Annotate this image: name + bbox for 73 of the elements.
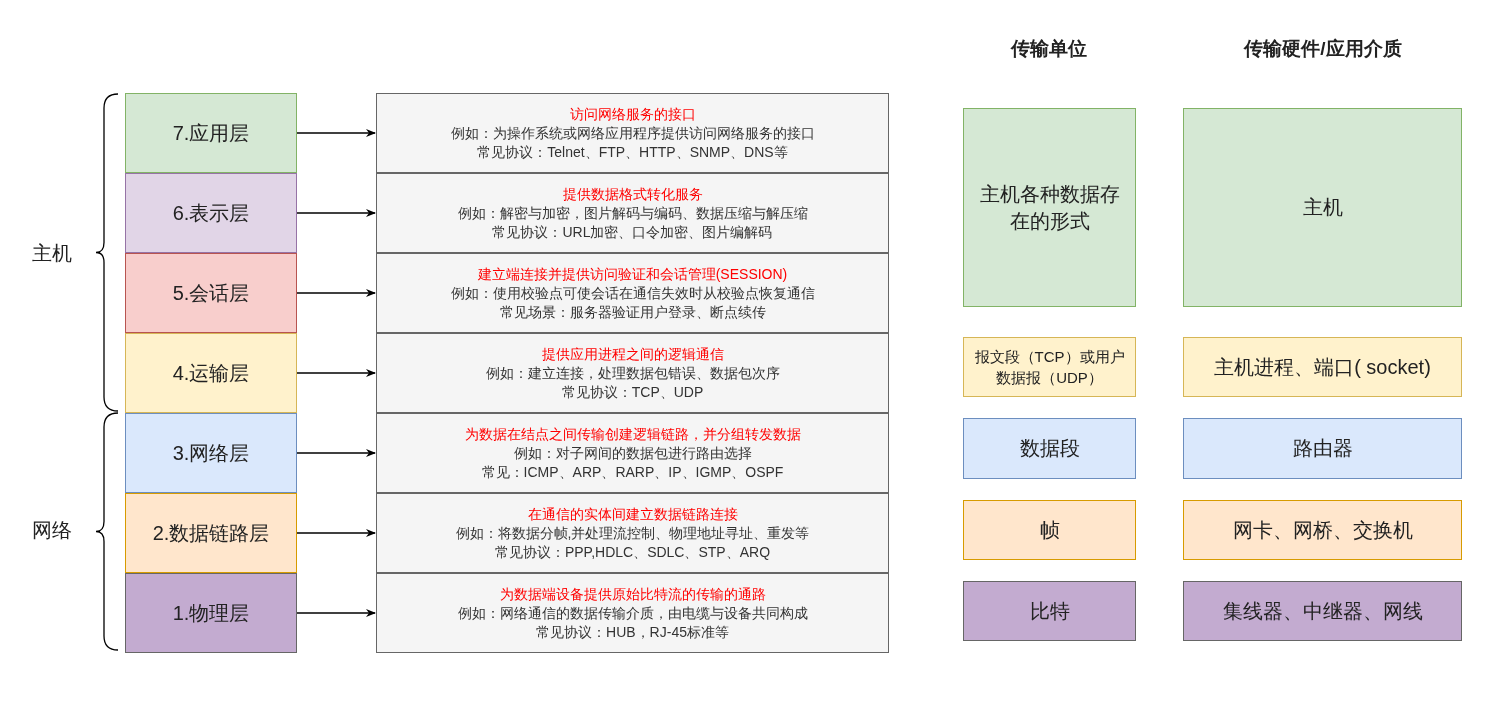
layer-box [125, 493, 297, 573]
description-title: 为数据在结点之间传输创建逻辑链路，并分组转发数据 [464, 424, 801, 444]
layer-box [125, 93, 297, 173]
description-text: 例如：将数据分帧,并处理流控制、物理地址寻址、重发等 [455, 523, 810, 543]
group-label: 主机 [32, 240, 72, 266]
medium-label: 主机进程、端口( socket) [1213, 354, 1432, 380]
description-text: 例如：解密与加密，图片解码与编码、数据压缩与解压缩 [457, 203, 808, 223]
description-text: 常见：ICMP、ARP、RARP、IP、IGMP、OSPF [481, 462, 784, 482]
unit-box [963, 418, 1136, 479]
description-box [376, 333, 889, 413]
medium-box [1183, 337, 1462, 397]
description-text: 例如：使用校验点可使会话在通信失效时从校验点恢复通信 [450, 283, 815, 303]
description-box [376, 253, 889, 333]
unit-label: 数据段 [1018, 436, 1081, 461]
description-title: 建立端连接并提供访问验证和会话管理(SESSION) [477, 264, 788, 284]
description-box [376, 173, 889, 253]
layer-box [125, 253, 297, 333]
layer-box [125, 173, 297, 253]
unit-box [963, 337, 1136, 397]
medium-label: 路由器 [1291, 436, 1354, 461]
unit-label: 报文段（TCP）或用户数据报（UDP） [973, 347, 1126, 388]
medium-label: 集线器、中继器、网线 [1221, 598, 1424, 624]
column-header: 传输硬件/应用介质 [1244, 37, 1402, 61]
layer-box [125, 333, 297, 413]
layer-label: 6.表示层 [171, 200, 251, 226]
unit-label: 比特 [1028, 598, 1071, 624]
medium-box [1183, 418, 1462, 479]
arrow [296, 529, 376, 537]
description-title: 提供数据格式转化服务 [562, 184, 703, 204]
medium-box [1183, 581, 1462, 641]
description-box [376, 93, 889, 173]
description-text: 常见场景：服务器验证用户登录、断点续传 [499, 302, 766, 322]
description-text: 常见协议：Telnet、FTP、HTTP、SNMP、DNS等 [477, 142, 788, 162]
description-box [376, 413, 889, 493]
layer-label: 1.物理层 [171, 600, 251, 626]
arrow [296, 129, 376, 137]
layer-label: 7.应用层 [171, 120, 251, 146]
unit-box [963, 581, 1136, 641]
arrow [296, 209, 376, 217]
description-text: 例如：对子网间的数据包进行路由选择 [513, 443, 752, 463]
arrow [296, 289, 376, 297]
layer-label: 5.会话层 [171, 280, 251, 306]
description-text: 例如：为操作系统或网络应用程序提供访问网络服务的接口 [450, 123, 815, 143]
medium-box [1183, 108, 1462, 307]
medium-box [1183, 500, 1462, 560]
unit-label: 主机各种数据存在的形式 [978, 181, 1121, 234]
description-text: 常见协议：HUB，RJ-45标准等 [536, 622, 729, 642]
group-label: 网络 [32, 517, 72, 543]
description-title: 为数据端设备提供原始比特流的传输的通路 [499, 584, 766, 604]
description-title: 提供应用进程之间的逻辑通信 [541, 344, 724, 364]
description-box [376, 493, 889, 573]
description-text: 例如：网络通信的数据传输介质，由电缆与设备共同构成 [457, 603, 808, 623]
medium-label: 网卡、网桥、交换机 [1231, 517, 1414, 543]
medium-label: 主机 [1301, 195, 1344, 220]
description-title: 访问网络服务的接口 [569, 104, 696, 124]
layer-label: 4.运输层 [171, 360, 251, 386]
column-header: 传输单位 [1011, 37, 1087, 61]
unit-label: 帧 [1038, 517, 1061, 543]
description-box [376, 573, 889, 653]
unit-box [963, 108, 1136, 307]
layer-box [125, 413, 297, 493]
layer-box [125, 573, 297, 653]
description-text: 常见协议：URL加密、口令加密、图片编解码 [492, 222, 773, 242]
description-text: 常见协议：PPP,HDLC、SDLC、STP、ARQ [494, 542, 771, 562]
arrow [296, 449, 376, 457]
arrow [296, 609, 376, 617]
description-text: 例如：建立连接，处理数据包错误、数据包次序 [485, 363, 780, 383]
unit-box [963, 500, 1136, 560]
description-title: 在通信的实体间建立数据链路连接 [527, 504, 738, 524]
layer-label: 3.网络层 [171, 440, 251, 466]
layer-label: 2.数据链路层 [151, 520, 271, 546]
description-text: 常见协议：TCP、UDP [561, 382, 704, 402]
arrow [296, 369, 376, 377]
